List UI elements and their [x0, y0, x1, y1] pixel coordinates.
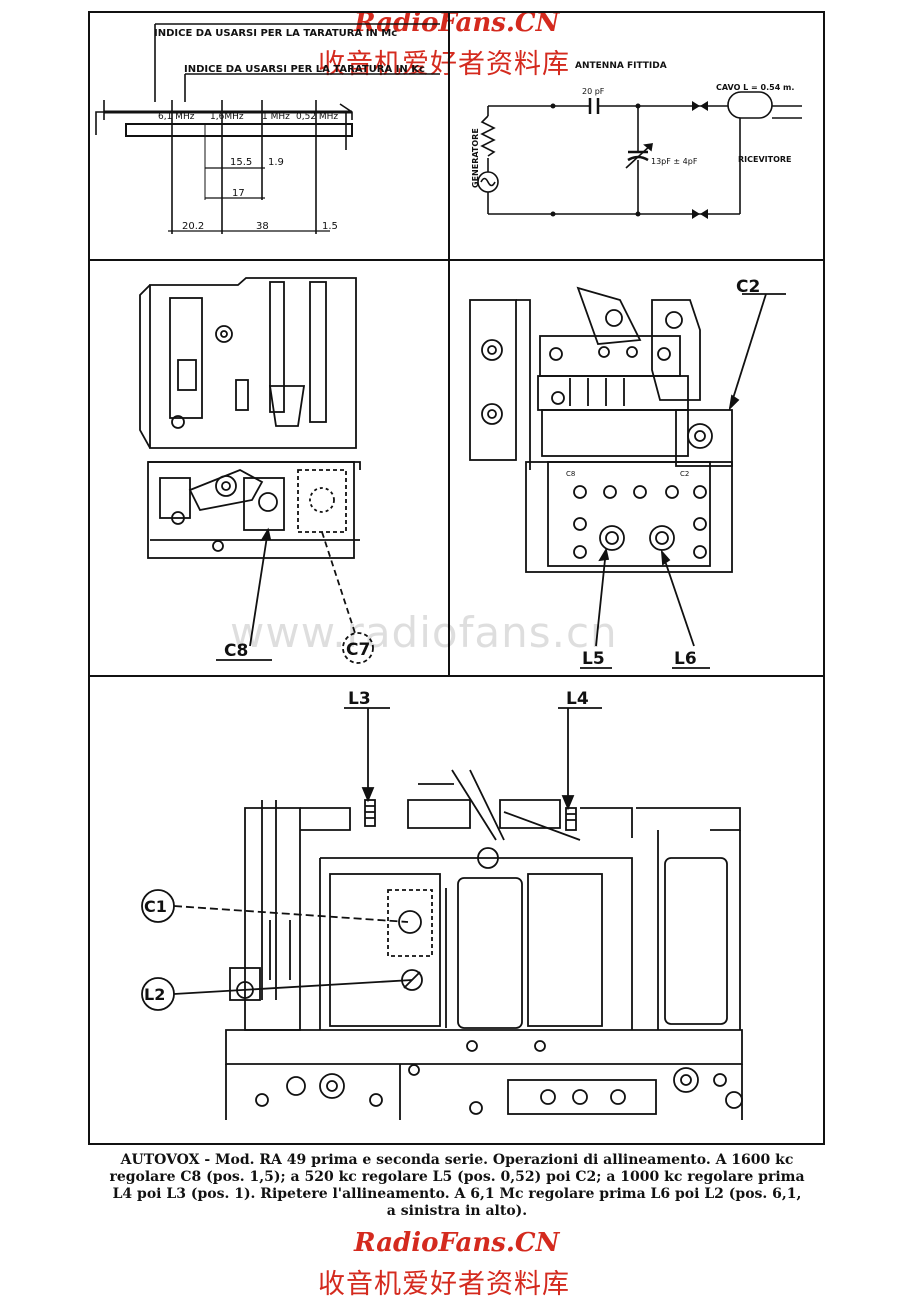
- label-c7: C7: [346, 640, 370, 660]
- dial-scale-panel: [95, 23, 440, 234]
- dial-freq-1: 1 MHz: [262, 112, 290, 122]
- watermark-center-url: www.radiofans.cn: [230, 608, 618, 657]
- chassis-left-view: [139, 277, 361, 559]
- dial-freq-16: 1,6MHz: [210, 112, 244, 122]
- circuit-cap-fixed: 20 pF: [582, 87, 605, 96]
- caption-line-4: a sinistra in alto).: [386, 1203, 528, 1219]
- label-l2: L2: [144, 985, 165, 1004]
- circuit-receiver: RICEVITORE: [738, 155, 792, 164]
- callouts-front: [141, 707, 602, 1011]
- chassis-front-view: [225, 769, 743, 1120]
- caption-line-2: regolare C8 (pos. 1,5); a 520 kc regolar…: [109, 1169, 805, 1185]
- circuit-terminals: [550, 101, 708, 219]
- dim-15: 1.5: [322, 221, 338, 232]
- label-c8-small: C8: [566, 470, 575, 478]
- caption-line-3: L4 poi L3 (pos. 1). Ripetere l'allineame…: [112, 1186, 802, 1202]
- label-c2: C2: [736, 277, 760, 297]
- circuit-title: ANTENNA FITTIDA: [575, 61, 667, 71]
- label-l3: L3: [348, 689, 371, 709]
- watermark-cn-top: 收音机爱好者资料库: [318, 49, 570, 80]
- label-c1: C1: [144, 897, 167, 916]
- dial-freq-052: 0,52 MHz: [296, 112, 338, 122]
- c7-callout: [321, 531, 374, 664]
- dial-label-mc: INDICE DA USARSI PER LA TARATURA IN Mc: [154, 28, 397, 39]
- dial-label-kc: INDICE DA USARSI PER LA TARATURA IN Kc: [184, 64, 425, 75]
- dim-19: 1.9: [268, 157, 284, 168]
- label-l5: L5: [582, 649, 605, 669]
- label-l4: L4: [566, 689, 589, 709]
- circuit-generator: GENERATORE: [471, 128, 480, 188]
- dim-17: 17: [232, 188, 245, 199]
- dim-155: 15.5: [230, 157, 252, 168]
- test-circuit-panel: [477, 91, 802, 215]
- caption: AUTOVOX - Mod. RA 49 prima e seconda ser…: [92, 1152, 822, 1220]
- callouts-right: [580, 293, 786, 669]
- dim-38: 38: [256, 221, 269, 232]
- dial-freq-61: 6,1 MHz: [158, 112, 195, 122]
- caption-line-1: AUTOVOX - Mod. RA 49 prima e seconda ser…: [120, 1152, 794, 1168]
- chassis-right-view: [469, 286, 733, 573]
- watermark-cn-bottom: 收音机爱好者资料库: [318, 1269, 570, 1300]
- dim-202: 20.2: [182, 221, 204, 232]
- outer-frame: [88, 11, 825, 1145]
- circuit-cap-var: 13pF ± 4pF: [651, 157, 698, 166]
- label-c2-small: C2: [680, 470, 689, 478]
- label-c8: C8: [224, 641, 248, 661]
- c8-callout: [216, 527, 272, 661]
- watermark-brand-bottom: RadioFans.CN: [354, 1228, 560, 1258]
- circuit-cable: CAVO L = 0.54 m.: [716, 83, 794, 92]
- label-l6: L6: [674, 649, 697, 669]
